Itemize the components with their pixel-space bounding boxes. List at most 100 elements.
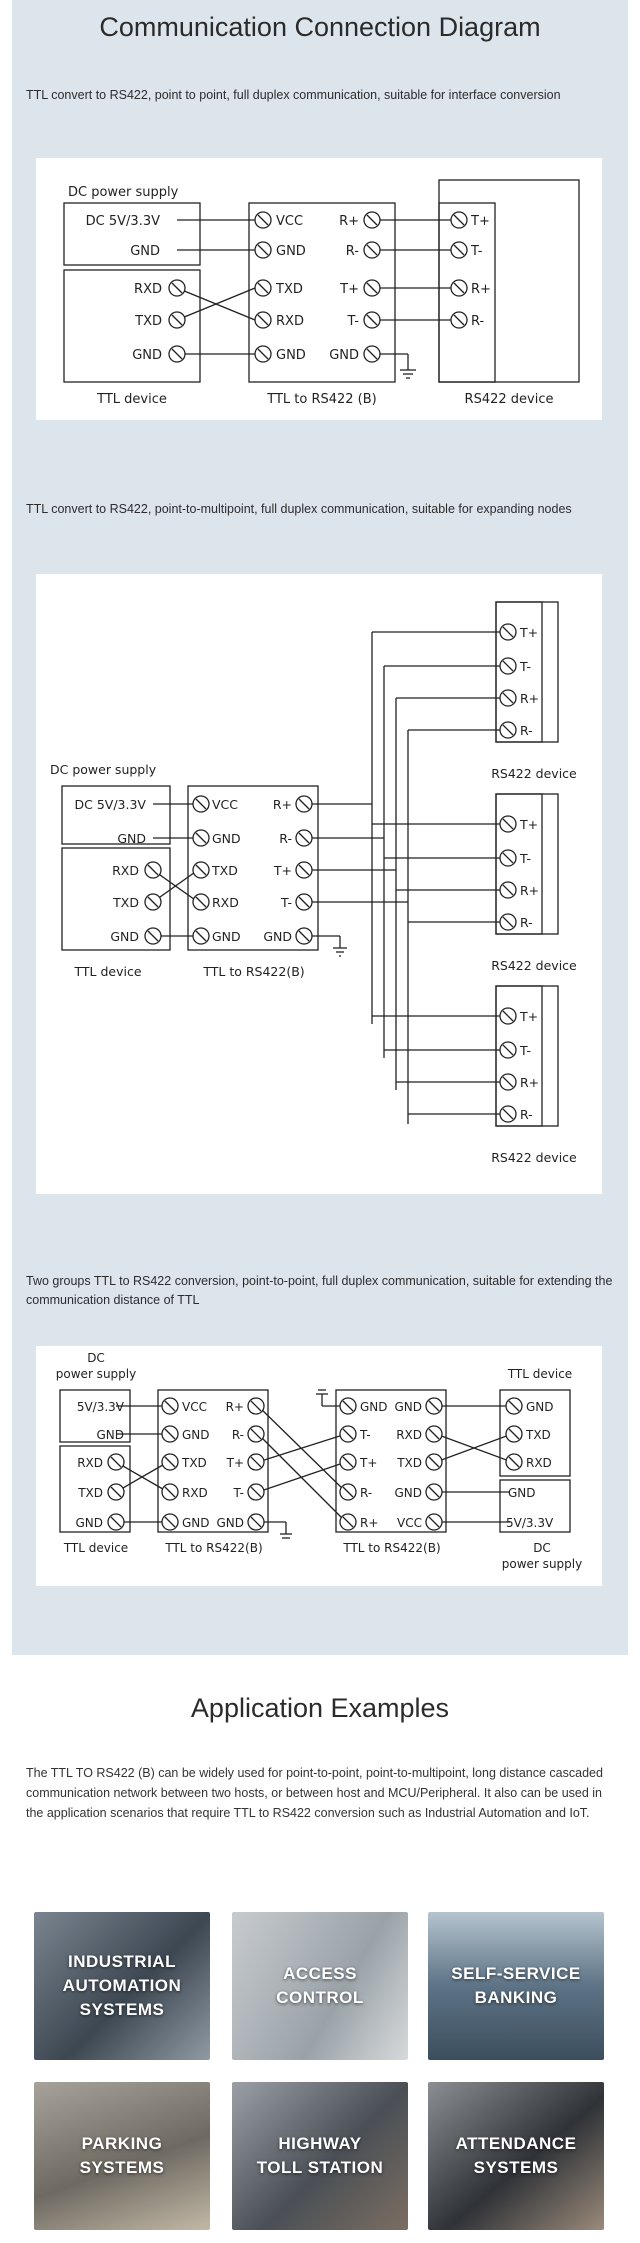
- svg-text:T-: T-: [280, 895, 292, 910]
- mod-gnd2-label: GND: [276, 348, 306, 363]
- svg-text:TXD: TXD: [181, 1456, 207, 1470]
- svg-text:GND: GND: [212, 831, 241, 846]
- svg-text:GND: GND: [508, 1486, 536, 1500]
- svg-text:GND: GND: [526, 1400, 554, 1414]
- ttl-device-box-2: [61, 847, 171, 951]
- svg-text:T+: T+: [519, 817, 538, 832]
- svg-text:T+: T+: [519, 625, 538, 640]
- svg-text:power supply: power supply: [502, 1557, 582, 1571]
- svg-text:T-: T-: [519, 1043, 531, 1058]
- diagram-2-caption: TTL convert to RS422, point-to-multipoin…: [26, 502, 572, 516]
- svg-text:T-: T-: [519, 851, 531, 866]
- module-box-2: [187, 785, 319, 951]
- mod-gnd3-label: GND: [329, 348, 359, 363]
- svg-text:R+: R+: [520, 883, 539, 898]
- rs422-device-caption: RS422 device: [465, 392, 554, 407]
- svg-text:5V/3.3V: 5V/3.3V: [506, 1516, 554, 1530]
- dc-voltage-label-2: DC 5V/3.3V: [75, 797, 147, 812]
- diagram-3-card: DC power supply 5V/3.3V GND RXD TXD GND …: [36, 1346, 602, 1586]
- svg-text:R-: R-: [232, 1428, 244, 1442]
- svg-text:GND: GND: [75, 1516, 103, 1530]
- svg-text:RXD: RXD: [396, 1428, 422, 1442]
- dc-power-box-2: [61, 785, 171, 845]
- diagram-3-caption: Two groups TTL to RS422 conversion, poin…: [26, 1274, 613, 1307]
- svg-text:TTL to RS422(B): TTL to RS422(B): [342, 1541, 440, 1555]
- mod-rplus-label: R+: [339, 214, 359, 229]
- mod-rxd-label: RXD: [276, 314, 304, 329]
- mod-gnd-label: GND: [276, 244, 306, 259]
- svg-text:GND: GND: [182, 1428, 210, 1442]
- applications-description: The TTL TO RS422 (B) can be widely used …: [26, 1766, 603, 1820]
- svg-text:TXD: TXD: [525, 1428, 551, 1442]
- svg-text:VCC: VCC: [212, 797, 238, 812]
- svg-text:TXD: TXD: [396, 1456, 422, 1470]
- svg-text:power supply: power supply: [56, 1367, 136, 1381]
- svg-text:R-: R-: [520, 915, 533, 930]
- svg-text:DC: DC: [533, 1541, 551, 1555]
- svg-text:GND: GND: [212, 929, 241, 944]
- svg-text:R+: R+: [520, 1075, 539, 1090]
- mod-tplus-label: T+: [339, 282, 359, 297]
- svg-text:GND: GND: [216, 1516, 244, 1530]
- svg-text:5V/3.3V: 5V/3.3V: [77, 1400, 125, 1414]
- diagram-2-card: DC power supply DC 5V/3.3V GND RXD TXD G…: [36, 574, 602, 1194]
- rs422-terminal-block: [438, 202, 496, 383]
- diagram-1-caption: TTL convert to RS422, point to point, fu…: [26, 88, 561, 102]
- svg-text:T+: T+: [226, 1456, 244, 1470]
- svg-text:TTL to RS422(B): TTL to RS422(B): [202, 964, 304, 979]
- svg-text:RS422 device: RS422 device: [491, 1150, 577, 1165]
- dc-gnd-label: GND: [130, 244, 160, 259]
- svg-text:VCC: VCC: [182, 1400, 207, 1414]
- diagram-3: DC power supply 5V/3.3V GND RXD TXD GND …: [56, 1351, 582, 1571]
- module-box: [248, 202, 396, 383]
- svg-text:T-: T-: [519, 659, 531, 674]
- section-title-applications: Application Examples: [190, 1693, 450, 1723]
- ttl-device-caption: TTL device: [96, 392, 167, 407]
- svg-text:RXD: RXD: [212, 895, 239, 910]
- diagram-2: DC power supply DC 5V/3.3V GND RXD TXD G…: [50, 601, 577, 1165]
- dc-power-label: DC power supply: [68, 185, 179, 200]
- module-caption: TTL to RS422 (B): [266, 392, 377, 407]
- svg-text:R-: R-: [520, 723, 533, 738]
- svg-text:DC: DC: [87, 1351, 105, 1365]
- svg-text:RS422 device: RS422 device: [491, 766, 577, 781]
- svg-text:TTL device: TTL device: [63, 1541, 128, 1555]
- svg-text:GND: GND: [360, 1400, 388, 1414]
- dc-voltage-label: DC 5V/3.3V: [86, 214, 160, 229]
- svg-text:GND: GND: [110, 929, 139, 944]
- svg-text:T-: T-: [232, 1486, 244, 1500]
- diagram-1: DC power supply DC 5V/3.3V GND RXD TXD G…: [63, 179, 580, 407]
- svg-text:R+: R+: [273, 797, 292, 812]
- svg-text:GND: GND: [263, 929, 292, 944]
- svg-text:VCC: VCC: [397, 1516, 422, 1530]
- svg-text:RS422 device: RS422 device: [491, 958, 577, 973]
- svg-text:TTL device: TTL device: [507, 1367, 572, 1381]
- rs-tminus-label: T-: [470, 244, 483, 259]
- svg-text:T+: T+: [273, 863, 292, 878]
- rs-tplus-label: T+: [470, 214, 490, 229]
- svg-text:TXD: TXD: [112, 895, 139, 910]
- svg-text:TTL to RS422(B): TTL to RS422(B): [164, 1541, 262, 1555]
- rs-rplus-label: R+: [471, 282, 491, 297]
- svg-text:R-: R-: [360, 1486, 372, 1500]
- ttl-rxd-label: RXD: [134, 282, 162, 297]
- svg-text:RXD: RXD: [526, 1456, 552, 1470]
- dc-power-box: [63, 202, 201, 266]
- svg-text:RXD: RXD: [77, 1456, 103, 1470]
- svg-text:R+: R+: [520, 691, 539, 706]
- mod-txd-label: TXD: [275, 282, 303, 297]
- mod-tminus-label: T-: [347, 314, 360, 329]
- svg-text:R-: R-: [520, 1107, 533, 1122]
- mod-vcc-label: VCC: [276, 214, 303, 229]
- svg-text:RXD: RXD: [112, 863, 139, 878]
- diagram-1-card: DC power supply DC 5V/3.3V GND RXD TXD G…: [36, 158, 602, 420]
- mod-rminus-label: R-: [346, 244, 360, 259]
- dc-power-label-2: DC power supply: [50, 762, 157, 777]
- svg-text:R-: R-: [279, 831, 292, 846]
- svg-text:R+: R+: [226, 1400, 244, 1414]
